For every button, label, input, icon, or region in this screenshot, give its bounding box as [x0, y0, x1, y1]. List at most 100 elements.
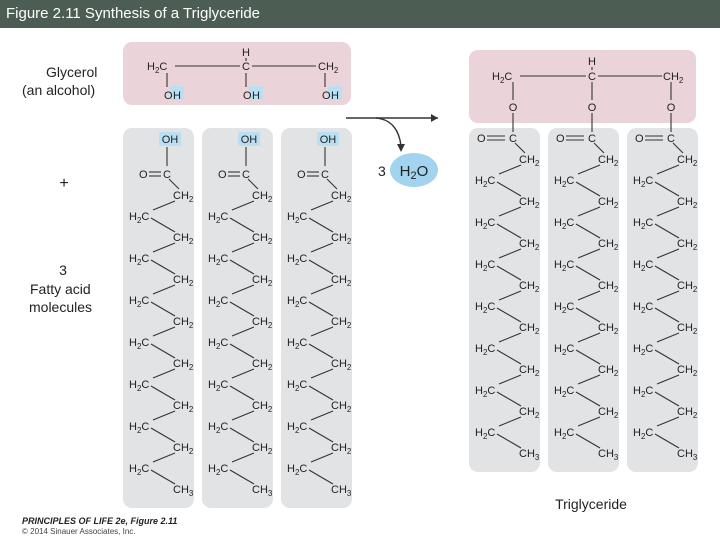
- water-molecule: H2O: [400, 163, 429, 182]
- credit-line-1: PRINCIPLES OF LIFE 2e, Figure 2.11: [22, 516, 178, 526]
- background-boxes: [123, 42, 698, 508]
- ch2-group: H2C: [554, 427, 574, 441]
- ch2-group: H2C: [492, 71, 512, 85]
- carbon-atom: C: [588, 133, 596, 145]
- fatty-acid-box-1: [123, 128, 194, 508]
- ch2-group: H2C: [633, 343, 653, 357]
- bond: [310, 452, 334, 463]
- oxygen-atom: O: [322, 90, 331, 102]
- hydroxyl-group: OH: [162, 134, 179, 146]
- ch2-group: H2C: [633, 301, 653, 315]
- ch2-group: H2C: [208, 253, 228, 267]
- methyl-group: CH3: [252, 484, 273, 498]
- ch2-group: H2C: [475, 427, 495, 441]
- ch2-group: CH2: [677, 238, 698, 252]
- figure-title: Figure 2.11 Synthesis of a Triglyceride: [0, 0, 720, 28]
- ch2-group: CH2: [173, 232, 194, 246]
- hydroxyl-h-highlight: [249, 86, 263, 100]
- bond: [575, 307, 601, 323]
- ch2-group: H2C: [287, 337, 307, 351]
- bond: [575, 265, 601, 281]
- oxygen-atom: O: [297, 169, 306, 181]
- glycerol-sublabel: (an alcohol): [22, 82, 95, 98]
- bond: [231, 200, 255, 211]
- bond: [150, 217, 176, 233]
- ch2-group: CH2: [331, 274, 352, 288]
- bond: [150, 427, 176, 443]
- carbon-atom: C: [509, 133, 517, 145]
- ch2-group: H2C: [208, 337, 228, 351]
- bond: [152, 368, 176, 379]
- bond: [229, 385, 255, 401]
- bond: [496, 349, 522, 365]
- bond: [310, 242, 334, 253]
- triglyceride-label: Triglyceride: [555, 496, 627, 512]
- bond: [231, 284, 255, 295]
- hydroxyl-h-highlight: [170, 86, 184, 100]
- ch2-group: CH2: [173, 400, 194, 414]
- hydroxyl-highlight: [159, 132, 181, 146]
- bond: [577, 332, 601, 343]
- bond: [231, 242, 255, 253]
- ch2-group: CH2: [252, 190, 273, 204]
- carbon-atom: C: [242, 169, 250, 181]
- ch2-group: H2C: [554, 175, 574, 189]
- bond: [150, 259, 176, 275]
- bond: [498, 248, 522, 259]
- bond: [229, 301, 255, 317]
- bond: [308, 217, 334, 233]
- ch2-group: H2C: [287, 295, 307, 309]
- bond: [654, 307, 680, 323]
- bond: [310, 368, 334, 379]
- ch2-group: CH2: [598, 154, 619, 168]
- plus-sign: +: [59, 175, 68, 192]
- bond: [575, 433, 601, 449]
- bond: [656, 332, 680, 343]
- bond: [310, 284, 334, 295]
- ch2-group: CH2: [598, 322, 619, 336]
- glycerol-label: Glycerol: [46, 64, 97, 80]
- ch2-group: H2C: [633, 217, 653, 231]
- ch2-group: H2C: [208, 211, 228, 225]
- ch2-group: CH2: [331, 232, 352, 246]
- ch2-group: CH2: [519, 364, 540, 378]
- ch2-group: H2C: [554, 385, 574, 399]
- bond: [150, 385, 176, 401]
- ch2-group: H2C: [633, 259, 653, 273]
- bond: [150, 301, 176, 317]
- ch2-group: CH2: [598, 364, 619, 378]
- ch2-group: H2C: [475, 259, 495, 273]
- ch2-group: CH2: [173, 358, 194, 372]
- bond: [231, 410, 255, 421]
- fatty-acid-label: Fatty acid: [30, 281, 91, 297]
- bond: [152, 200, 176, 211]
- bond: [168, 178, 180, 190]
- ch2-group: CH2: [677, 154, 698, 168]
- oxygen-atom: O: [635, 133, 644, 145]
- bond: [498, 332, 522, 343]
- ch2-group: CH2: [252, 274, 273, 288]
- ch2-group: CH2: [519, 238, 540, 252]
- ch2-group: H2C: [208, 295, 228, 309]
- ch2-group: CH2: [519, 406, 540, 420]
- ch2-group: CH2: [519, 280, 540, 294]
- ch2-group: CH2: [252, 442, 273, 456]
- bond: [654, 349, 680, 365]
- bond: [150, 343, 176, 359]
- bond: [672, 142, 684, 154]
- ch2-group: H2C: [287, 463, 307, 477]
- bond: [575, 223, 601, 239]
- triglyceride-chain-box-1: [469, 128, 540, 472]
- ch2-group: CH2: [519, 196, 540, 210]
- ch2-group: CH2: [252, 358, 273, 372]
- oxygen-atom: O: [218, 169, 227, 181]
- bond: [498, 290, 522, 301]
- ester-oxygen: O: [667, 102, 676, 114]
- bond: [231, 452, 255, 463]
- ch2-group: H2C: [129, 211, 149, 225]
- ch2-group: H2C: [554, 217, 574, 231]
- bond: [310, 326, 334, 337]
- arrowhead: [397, 144, 405, 152]
- bond: [577, 416, 601, 427]
- ch2-group: CH2: [331, 316, 352, 330]
